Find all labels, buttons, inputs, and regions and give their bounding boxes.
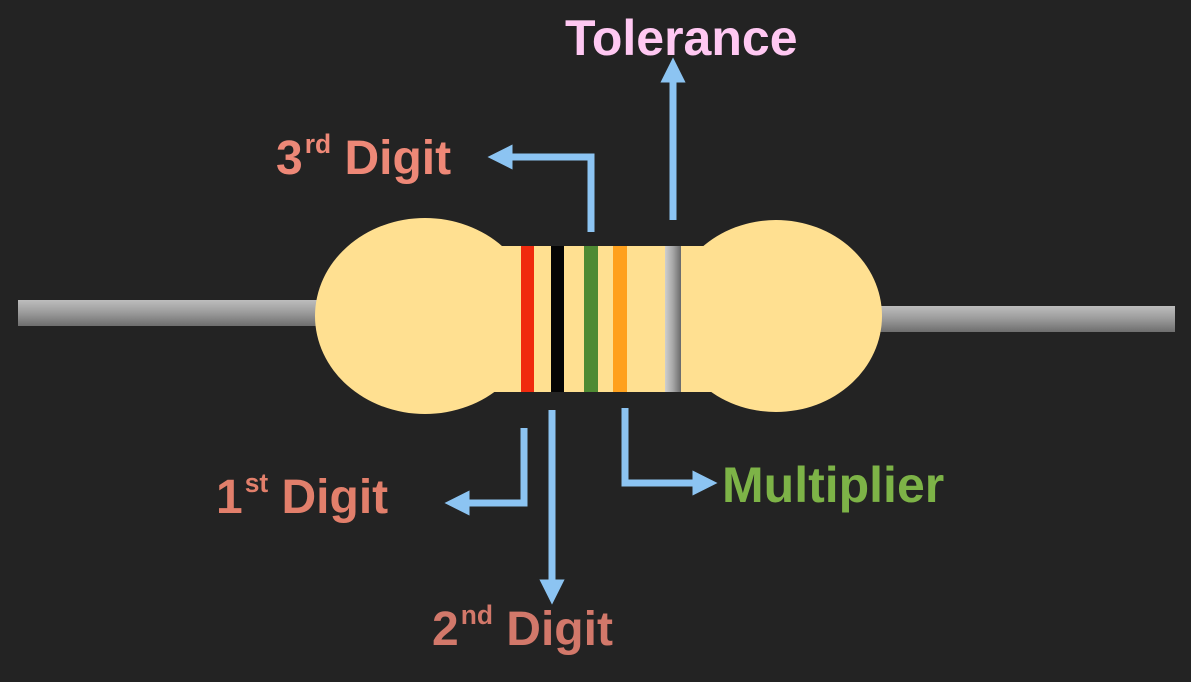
second-digit-suffix: nd xyxy=(460,600,493,631)
left-lead xyxy=(18,300,323,326)
third-digit-label: 3rd Digit xyxy=(276,131,452,185)
first-digit-suffix: st xyxy=(244,468,269,499)
band-black xyxy=(551,246,564,392)
third-digit-suffix: rd xyxy=(304,129,332,160)
band-green xyxy=(584,246,598,392)
third-digit-word: Digit xyxy=(331,132,452,185)
third-digit-arrow-icon xyxy=(487,144,595,232)
multiplier-label: Multiplier xyxy=(722,457,945,513)
second-digit-word: Digit xyxy=(492,603,613,656)
first-digit-word: Digit xyxy=(268,471,389,524)
band-gray xyxy=(665,246,681,392)
multiplier-arrow-icon xyxy=(621,408,718,496)
first-digit-number: 1 xyxy=(216,471,243,524)
band-orange xyxy=(613,246,627,392)
second-digit-label: 2nd Digit xyxy=(432,602,613,656)
first-digit-label: 1st Digit xyxy=(216,470,389,524)
third-digit-number: 3 xyxy=(276,132,303,185)
band-red xyxy=(521,246,534,392)
right-lead xyxy=(872,306,1175,332)
first-digit-arrow-icon xyxy=(444,428,528,516)
tolerance-label: Tolerance xyxy=(565,10,798,66)
second-digit-number: 2 xyxy=(432,603,459,656)
resistor-icon xyxy=(315,218,882,414)
